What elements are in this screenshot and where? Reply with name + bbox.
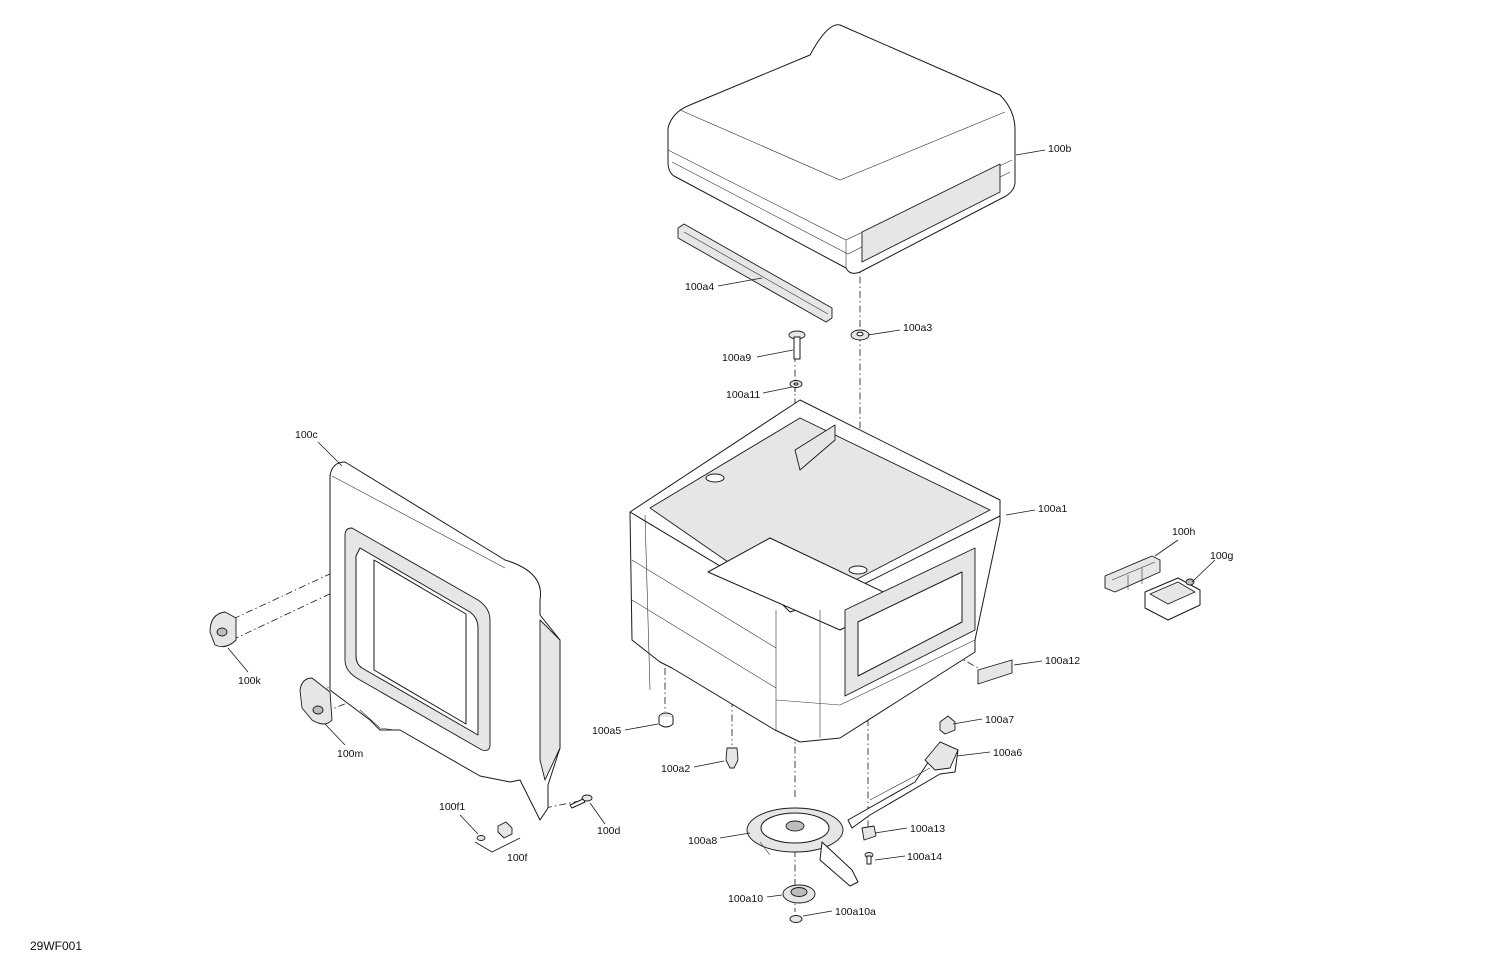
bearing-washer-part [789,915,803,923]
rubber-foot-part [658,712,674,728]
callout-100a10a: 100a10a [835,906,876,918]
callout-100b: 100b [1048,143,1072,155]
seat-base-part [629,399,1001,743]
callout-100a12: 100a12 [1045,655,1080,667]
seat-cushion-part [667,24,1016,274]
callout-100a7: 100a7 [985,714,1014,726]
callout-100m: 100m [337,748,364,760]
callout-100a14: 100a14 [907,851,942,863]
callout-100a11: 100a11 [726,389,760,401]
bumper-part [725,747,739,769]
screw-part [788,330,806,360]
callout-100a6: 100a6 [993,747,1022,759]
backrest-part [329,461,561,821]
seat-strip-part [677,223,833,323]
callout-labels: 100b 100a4 100a3 100a9 100a11 100c 100a1… [238,143,1234,918]
callout-100a1: 100a1 [1038,503,1067,515]
callout-100a4: 100a4 [685,281,714,293]
label-plate-part [977,659,1013,685]
callout-100a9: 100a9 [722,352,751,364]
figure-code: 29WF001 [30,939,82,953]
leader-lines [227,149,1216,917]
callout-100a2: 100a2 [661,763,690,775]
bracket-part [1104,555,1161,593]
swivel-plate-part [746,807,859,887]
callout-100a10: 100a10 [728,893,763,905]
spring-part [861,825,877,841]
slider-rail-part [847,741,959,829]
pin-part [864,852,874,865]
callout-100d: 100d [597,825,621,837]
callout-100c: 100c [295,429,318,441]
callout-100k: 100k [238,675,262,687]
side-cover-part [299,677,333,725]
callout-100g: 100g [1210,550,1234,562]
small-washer-part [789,380,803,388]
callout-100f: 100f [507,852,528,864]
callout-100f1: 100f1 [439,801,465,813]
callout-100a5: 100a5 [592,725,621,737]
nut-clip-part [476,821,513,841]
callout-100a8: 100a8 [688,835,717,847]
clip-part [939,715,956,735]
latch-part [1144,577,1201,621]
bearing-part [782,884,816,904]
callout-100h: 100h [1172,526,1196,538]
washer-part [850,329,870,341]
callout-100a13: 100a13 [910,823,945,835]
release-knob-part [209,611,237,648]
backrest-screw-part [569,794,593,809]
callout-100a3: 100a3 [903,322,932,334]
